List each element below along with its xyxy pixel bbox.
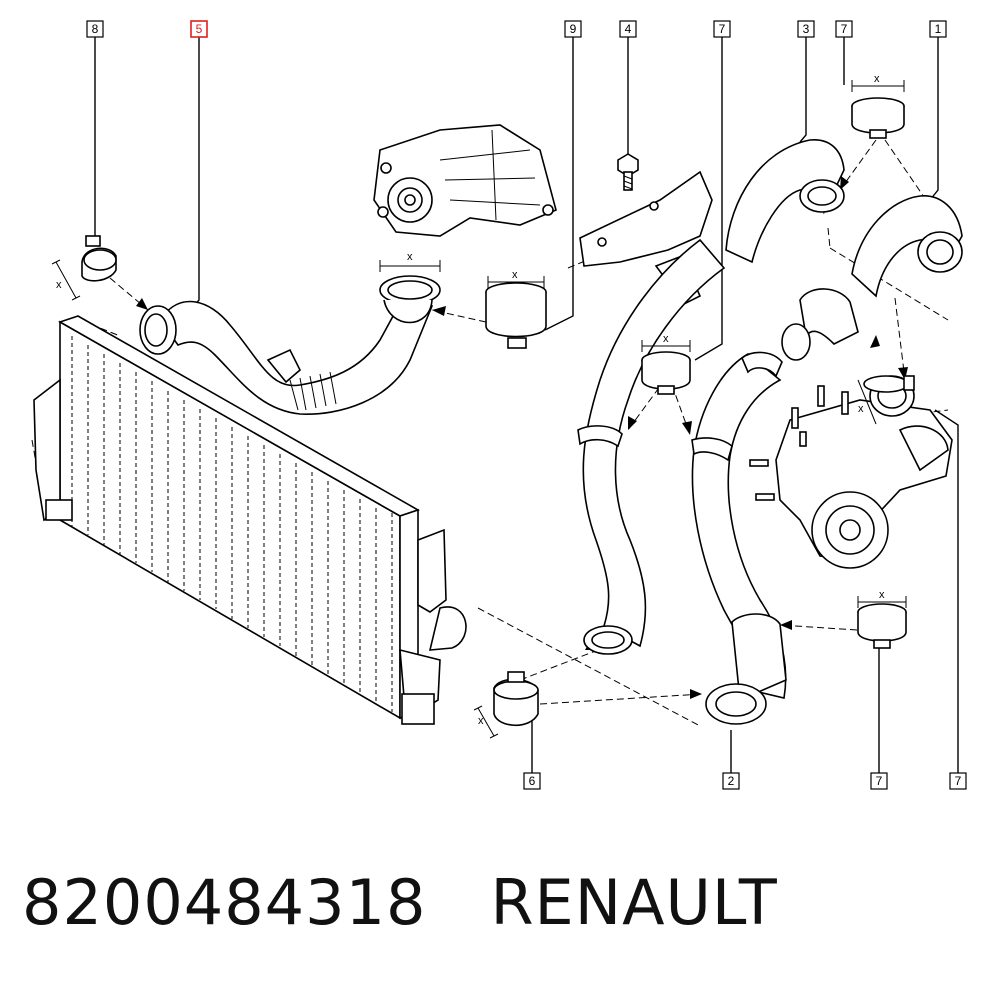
dimension-label: x bbox=[478, 715, 484, 727]
hose-3 bbox=[725, 139, 845, 264]
clamp-7-turbo bbox=[863, 375, 915, 393]
dimension-label: x bbox=[407, 251, 413, 263]
brand-name: RENAULT bbox=[490, 865, 778, 939]
leader-lines bbox=[94, 37, 959, 773]
callout-label: 4 bbox=[625, 22, 632, 36]
dimension-label: x bbox=[663, 333, 669, 345]
callout-label: 2 bbox=[728, 774, 735, 788]
callout-label: 8 bbox=[92, 22, 99, 36]
clamp-6 bbox=[493, 671, 539, 726]
callout-2[interactable]: 2 bbox=[722, 772, 740, 790]
clamp-7-middle bbox=[641, 351, 691, 395]
callout-4[interactable]: 4 bbox=[619, 20, 637, 38]
hose-2 bbox=[691, 351, 787, 725]
dimension-label: x bbox=[858, 403, 864, 415]
callout-label: 7 bbox=[719, 22, 726, 36]
callout-7[interactable]: 7 bbox=[949, 772, 967, 790]
callout-label: 6 bbox=[529, 774, 536, 788]
callout-8[interactable]: 8 bbox=[86, 20, 104, 38]
callout-3[interactable]: 3 bbox=[797, 20, 815, 38]
hose-5 bbox=[139, 275, 441, 415]
callout-label: 7 bbox=[841, 22, 848, 36]
callout-label: 9 bbox=[570, 22, 577, 36]
callout-label: 7 bbox=[955, 774, 962, 788]
callout-label: 1 bbox=[935, 22, 942, 36]
bolt-4 bbox=[617, 153, 639, 191]
part-caption: 8200484318 RENAULT bbox=[22, 862, 778, 942]
callout-label: 3 bbox=[803, 22, 810, 36]
hose-1 bbox=[781, 195, 963, 361]
exploded-parts-diagram: x x x x x x x x 8 5 9 4 7 3 7 1 6 2 7 7 bbox=[31, 20, 967, 790]
callout-label: 5 bbox=[196, 22, 203, 36]
callout-5-selected[interactable]: 5 bbox=[190, 20, 208, 38]
callout-9[interactable]: 9 bbox=[564, 20, 582, 38]
clamp-8 bbox=[81, 235, 117, 282]
intercooler-core-fins bbox=[71, 336, 393, 712]
turbocharger bbox=[749, 375, 953, 569]
part-number: 8200484318 bbox=[22, 865, 427, 939]
clamp-7-top bbox=[851, 97, 905, 139]
callout-1[interactable]: 1 bbox=[929, 20, 947, 38]
hose-long-left bbox=[577, 238, 726, 655]
callout-7[interactable]: 7 bbox=[835, 20, 853, 38]
throttle-body bbox=[373, 124, 557, 237]
clamp-9 bbox=[485, 282, 547, 349]
callout-7[interactable]: 7 bbox=[713, 20, 731, 38]
dimension-label: x bbox=[512, 269, 518, 281]
dimension-label: x bbox=[56, 279, 62, 291]
dimension-markers: x x x x x x x x bbox=[51, 73, 907, 739]
intercooler bbox=[33, 315, 467, 725]
callout-6[interactable]: 6 bbox=[523, 772, 541, 790]
clamp-7-bottom bbox=[857, 603, 907, 649]
dimension-label: x bbox=[879, 589, 885, 601]
turbo-studs bbox=[749, 385, 849, 501]
callout-label: 7 bbox=[876, 774, 883, 788]
callout-7[interactable]: 7 bbox=[870, 772, 888, 790]
dimension-label: x bbox=[874, 73, 880, 85]
